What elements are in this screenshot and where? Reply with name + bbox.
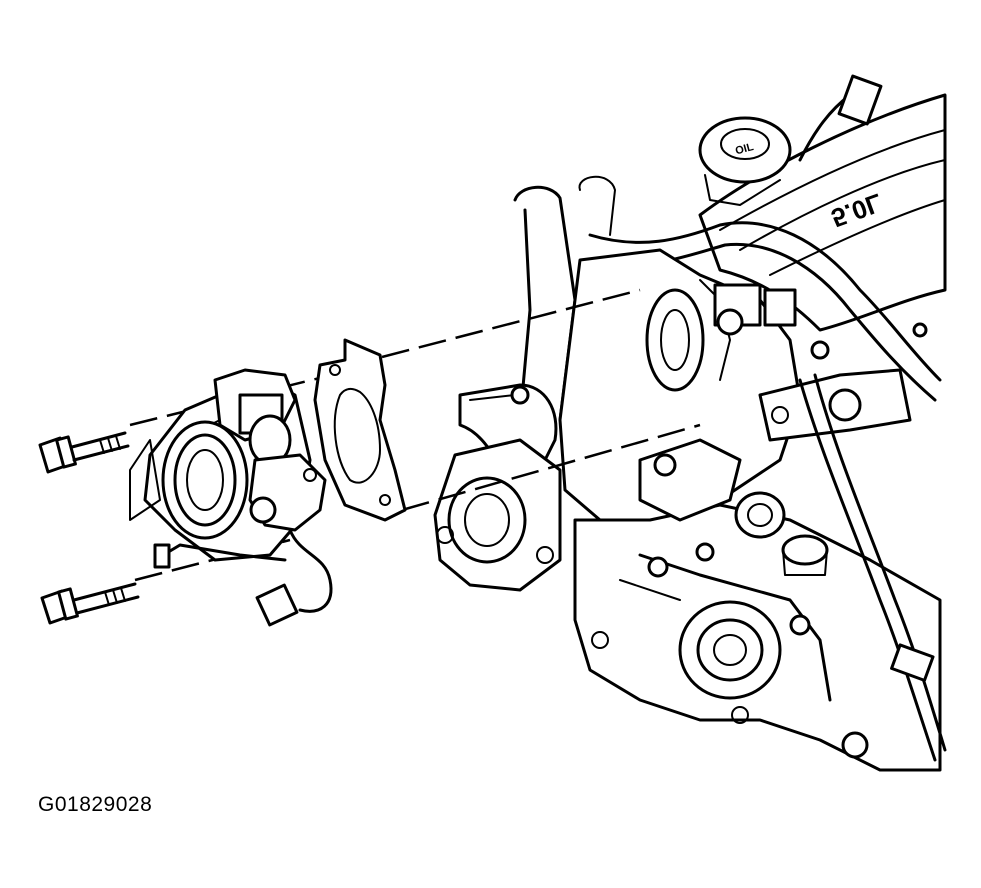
pulley	[678, 600, 782, 700]
bolt-upper	[38, 431, 130, 474]
oil-cap: OIL	[698, 116, 792, 206]
gasket	[313, 338, 407, 522]
coolant-flange	[433, 438, 562, 592]
throttle-body	[129, 368, 333, 627]
figure-id: G01829028	[38, 793, 153, 816]
oil-cap-lettering: OIL	[734, 141, 755, 157]
bolt-lower	[40, 582, 140, 625]
engine-assembly: OIL 5.0L	[433, 74, 947, 772]
